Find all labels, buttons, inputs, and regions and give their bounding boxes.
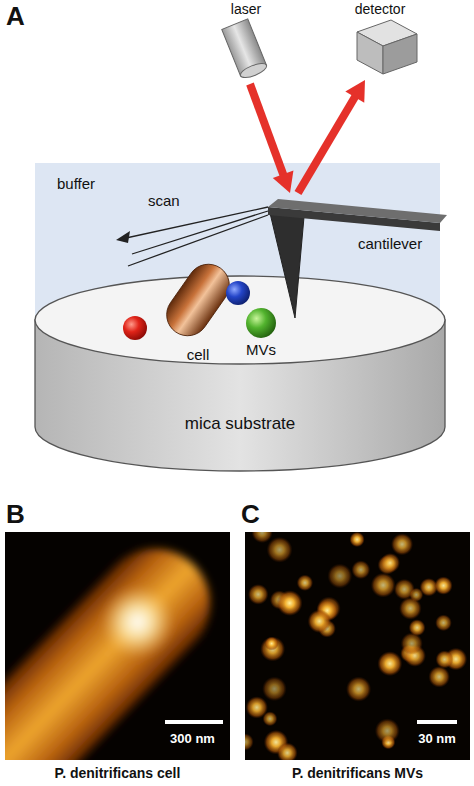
detector-label: detector: [335, 1, 425, 17]
afm-image-panel-outline: [5, 532, 230, 786]
panel-caption: P. denitrificans cell: [5, 765, 230, 781]
scale-bar: [417, 720, 457, 724]
afm-height-image: [245, 532, 470, 760]
bacterial-cell: cell: [158, 260, 238, 370]
laser-aperture: [239, 61, 269, 81]
vesicle-spot: [409, 619, 426, 636]
vesicle-spot: [435, 614, 452, 631]
laser-label: laser: [218, 1, 274, 17]
cantilever-label: cantilever: [358, 235, 448, 252]
panel-caption: P. denitrificans MVs: [245, 765, 470, 781]
afm-image-panel: 300 nm P. denitrificans cell: [5, 532, 230, 786]
mica-substrate-outline: [30, 272, 450, 477]
afm-image-panel-outline: [245, 532, 470, 786]
panel-letter: B: [6, 500, 25, 529]
mica-substrate: mica substrate cell: [30, 272, 450, 477]
vesicle-spot: [380, 553, 400, 573]
scale-bar-label: 30 nm: [405, 732, 469, 747]
vesicle-spot: [434, 576, 452, 594]
vesicle-spot: [260, 636, 285, 661]
afm-height-image: [5, 532, 230, 760]
panel-letter: A: [6, 2, 25, 31]
vesicle-spot: [327, 564, 352, 589]
vesicle-spot: [262, 676, 287, 701]
beam-arrowhead: [345, 80, 365, 103]
vesicle-spot: [349, 532, 364, 547]
vesicle-spot: [428, 666, 450, 688]
vesicle-spot: [297, 575, 314, 592]
afm-cantilever-outline: [262, 193, 447, 321]
vesicle-spot: [248, 584, 269, 605]
vesicle-spot: [246, 696, 268, 718]
vesicle-spot: [265, 637, 279, 651]
detector-box: detector: [335, 0, 425, 80]
scale-bar: [165, 720, 223, 724]
detector-body: [357, 20, 417, 74]
buffer-label: buffer: [57, 175, 147, 192]
cell-highlight: [87, 571, 189, 673]
vesicle-spot: [267, 537, 293, 563]
vesicle-spot: [377, 651, 402, 676]
vesicle-spot: [391, 533, 413, 555]
vesicle-spot: [277, 590, 303, 616]
vesicle-label: MVs: [246, 342, 276, 359]
scale-bar-label: 300 nm: [155, 732, 230, 747]
vesicle-spot: [435, 650, 453, 668]
cell-topography: [5, 532, 230, 760]
image-background: [245, 532, 470, 760]
vesicle-spot: [351, 560, 370, 579]
substrate-cylinder: [35, 276, 445, 471]
cell-label: cell: [158, 346, 238, 363]
scan-label: scan: [148, 193, 180, 210]
substrate-label: mica substrate: [30, 414, 450, 434]
cell-capsule: [158, 256, 237, 344]
laser-source: laser: [218, 0, 274, 84]
detector-face: [383, 34, 417, 74]
vesicle-spot: [371, 573, 396, 598]
laser-body: [222, 19, 269, 80]
cantilever-top: [268, 199, 447, 223]
vesicle-spot: [346, 676, 371, 701]
panel-letter: C: [241, 500, 260, 529]
vesicle-spot: [375, 718, 400, 743]
vesicle-spot: [245, 733, 254, 750]
detector-face: [357, 32, 383, 74]
vesicle-spot: [251, 532, 272, 543]
vesicle-spot: [399, 597, 422, 620]
vesicle-spot: [277, 742, 298, 760]
afm-image-panel: 30 nm P. denitrificans MVs: [245, 532, 470, 786]
afm-cantilever: cantilever: [262, 193, 447, 321]
vesicle-spot: [308, 609, 332, 633]
substrate-top: [35, 276, 445, 364]
